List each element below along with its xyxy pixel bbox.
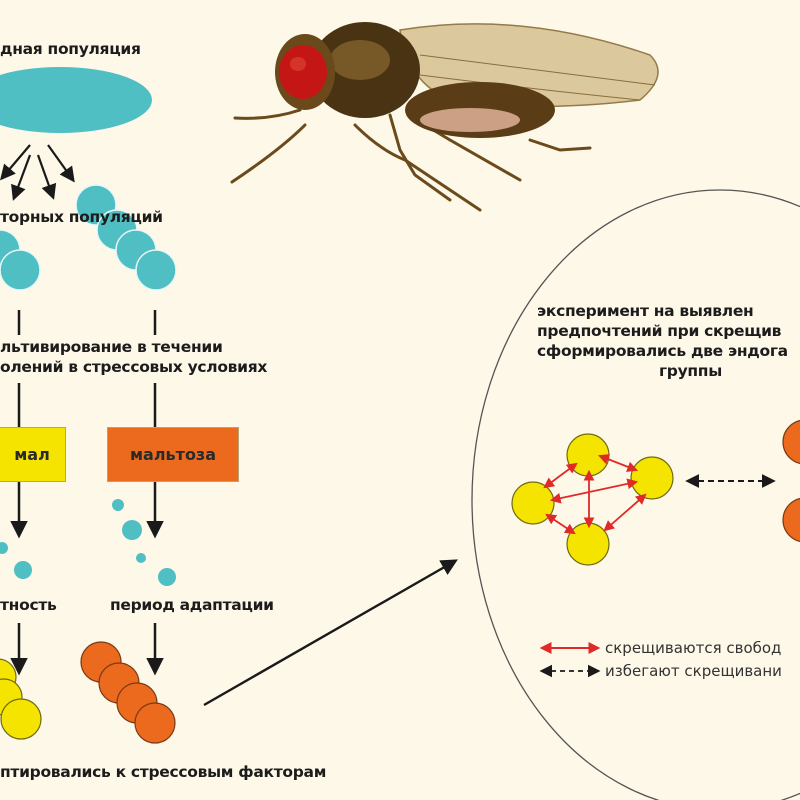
medium-box-maltose-label: мальтоза — [129, 445, 217, 464]
drosophila-fly-illustration — [230, 22, 659, 212]
replicate-population-left — [0, 229, 41, 291]
low-fertility-label: тность — [0, 596, 57, 614]
to-experiment-arrow — [203, 559, 458, 707]
cultivation-label-line1: льтивирование в течении — [0, 338, 223, 356]
medium-box-maltose: мальтоза — [107, 427, 239, 482]
flow-arrows — [10, 482, 164, 676]
legend-avoid-mating-label: избегают скрещивани — [605, 662, 782, 680]
adapted-population-orange — [80, 641, 176, 744]
experiment-title-line1: эксперимент на выявлен — [537, 302, 754, 320]
experiment-title-line4: группы — [659, 362, 722, 380]
dying-cells — [0, 499, 176, 586]
flow-lines — [17, 310, 157, 428]
adaptation-period-label: период адаптации — [110, 596, 274, 614]
orange-mating-group — [782, 419, 800, 543]
cultivation-label-line2: олений в стрессовых условиях — [0, 358, 268, 376]
experiment-title-line2: предпочтений при скрещив — [537, 322, 782, 340]
adapted-to-stress-label: птировались к стрессовым факторам — [0, 763, 327, 781]
experiment-circle — [471, 189, 800, 800]
replicate-populations-label: торных популяций — [0, 208, 163, 226]
free-mating-arrows — [543, 454, 647, 535]
source-population-label: дная популяция — [0, 40, 141, 58]
legend-free-mating-label: скрещиваются свобод — [605, 639, 782, 657]
replicate-population-right — [75, 184, 177, 291]
experiment-title-line3: сформировались две эндога — [537, 342, 788, 360]
medium-box-left-label: мал — [14, 445, 50, 464]
source-population-ellipse — [0, 67, 152, 133]
yellow-mating-group — [511, 433, 674, 566]
adapted-population-yellow — [0, 658, 42, 740]
medium-box-left: мал — [0, 427, 66, 482]
spread-arrows — [0, 144, 75, 201]
